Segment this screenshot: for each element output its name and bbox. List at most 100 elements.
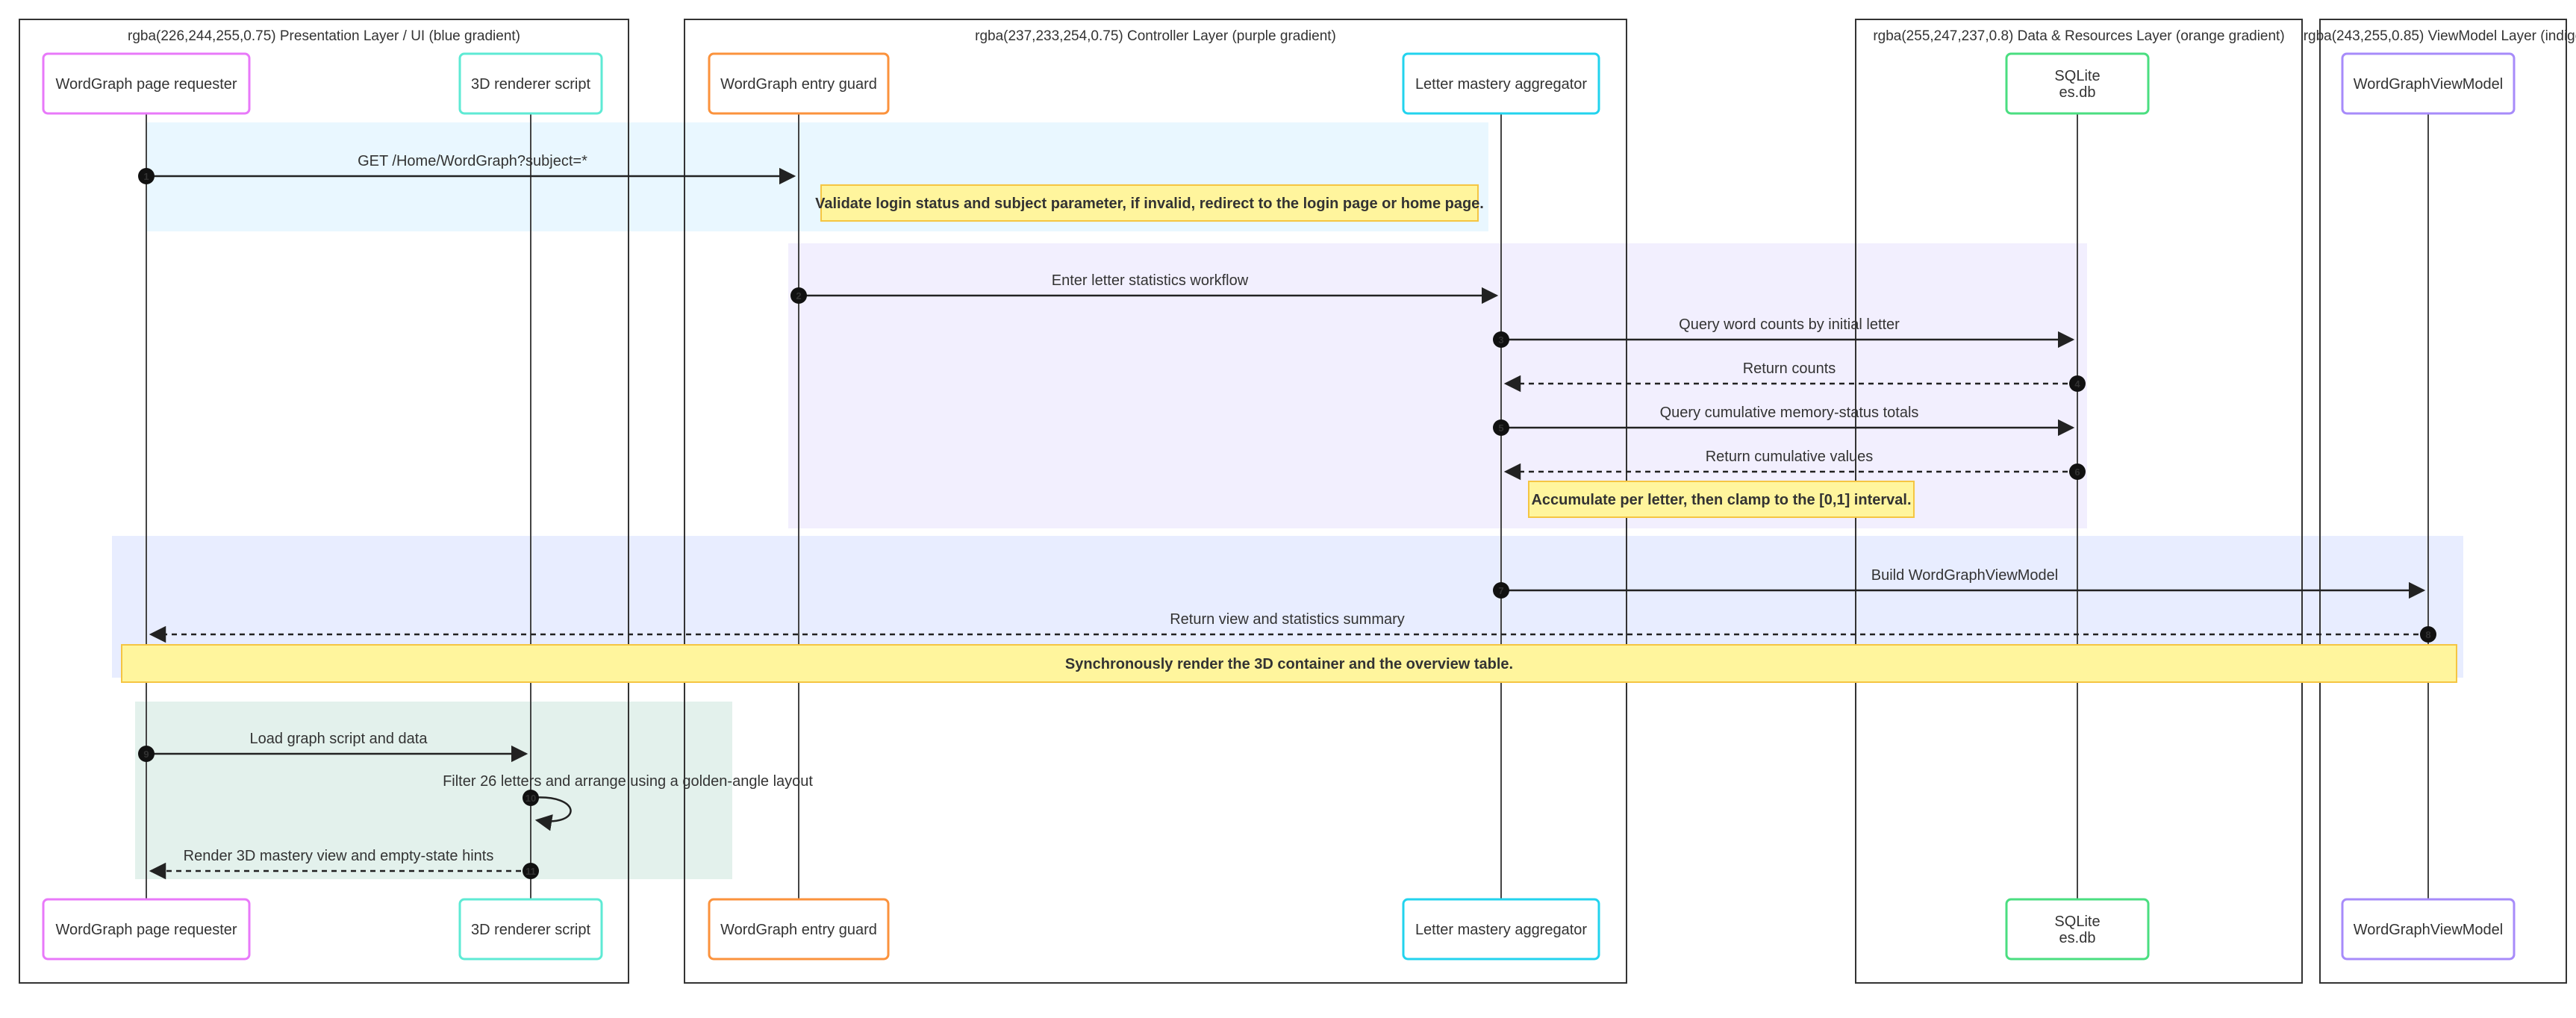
self-message-arrow: [530, 796, 572, 831]
sequence-number: 10: [526, 793, 536, 804]
participant-label: WordGraph page requester: [55, 922, 237, 938]
group-frame: [2319, 19, 2567, 984]
participant-renderer-bottom[interactable]: 3D renderer script: [458, 898, 603, 961]
participant-label: WordGraph entry guard: [720, 922, 877, 938]
message-10: Filter 26 letters and arrange using a go…: [443, 773, 813, 831]
note-box: [820, 184, 1479, 222]
participant-label: SQLite: [2054, 914, 2100, 930]
participant-label: 3D renderer script: [471, 76, 591, 93]
message-11: Render 3D mastery view and empty-state h…: [149, 848, 539, 880]
message-6: Return cumulative values 6: [1503, 449, 2086, 481]
participant-renderer-top[interactable]: 3D renderer script: [458, 52, 603, 115]
participant-viewmodel-top[interactable]: WordGraphViewModel: [2341, 52, 2516, 115]
message-label: Return counts: [1743, 360, 1836, 377]
participant-label: es.db: [2059, 930, 2096, 946]
sequence-number: 1: [143, 171, 149, 182]
message-8: Return view and statistics summary 8: [149, 611, 2436, 643]
participant-label: Letter mastery aggregator: [1415, 76, 1587, 93]
message-label: Query word counts by initial letter: [1679, 316, 1900, 333]
sequence-number-badge: [1493, 331, 1509, 348]
participant-label: Letter mastery aggregator: [1415, 922, 1587, 938]
note-3: Synchronously render the 3D container an…: [121, 644, 2457, 683]
message-label: Return view and statistics summary: [1170, 611, 1405, 628]
participant-label: WordGraph page requester: [55, 76, 237, 93]
message-label: Load graph script and data: [250, 731, 428, 747]
participant-guard-bottom[interactable]: WordGraph entry guard: [708, 898, 890, 961]
participant-label: SQLite: [2054, 68, 2100, 84]
message-7: Build WordGraphViewModel 7: [1493, 567, 2426, 599]
sequence-number-badge: [2420, 626, 2436, 643]
sequence-number: 11: [526, 866, 536, 877]
group-label: rgba(237,233,254,0.75) Controller Layer …: [975, 28, 1336, 44]
note-text: Accumulate per letter, then clamp to the…: [1531, 492, 1911, 508]
participant-box: [2005, 898, 2150, 961]
message-label: Return cumulative values: [1706, 449, 1874, 465]
participant-box: [458, 52, 603, 115]
group-label: rgba(255,247,237,0.8) Data & Resources L…: [1873, 28, 2284, 44]
message-label: Render 3D mastery view and empty-state h…: [184, 848, 494, 864]
sequence-number: 4: [2074, 378, 2080, 390]
sequence-number: 8: [2425, 629, 2430, 640]
participant-label: 3D renderer script: [471, 922, 591, 938]
participant-label: WordGraph entry guard: [720, 76, 877, 93]
note-text: Synchronously render the 3D container an…: [1065, 656, 1513, 672]
group-label: rgba(243,255,0.85) ViewModel Layer (indi…: [2304, 28, 2576, 44]
participant-label: es.db: [2059, 84, 2096, 101]
group-label: rgba(226,244,255,0.75) Presentation Laye…: [128, 28, 520, 44]
participant-box: [42, 52, 251, 115]
sequence-number: 3: [1498, 334, 1503, 346]
sequence-number-badge: [2069, 375, 2086, 392]
sequence-number-badge: [138, 168, 155, 184]
message-2: Enter letter statistics workflow 2: [790, 272, 1499, 305]
sequence-number: 7: [1498, 585, 1503, 596]
sequence-number: 9: [143, 749, 149, 760]
message-label: Filter 26 letters and arrange using a go…: [443, 773, 813, 790]
sequence-number-badge: [523, 790, 539, 806]
sequence-number-badge: [1493, 582, 1509, 599]
participant-box: [42, 898, 251, 961]
participant-aggregator-top[interactable]: Letter mastery aggregator: [1402, 52, 1600, 115]
participant-box: [708, 898, 890, 961]
sequence-number: 2: [796, 290, 801, 302]
sequence-number-badge: [1493, 419, 1509, 436]
participant-box: [1402, 52, 1600, 115]
participant-label: WordGraphViewModel: [2354, 76, 2503, 93]
participant-box: [708, 52, 890, 115]
message-1: GET /Home/WordGraph?subject=* 1: [138, 153, 796, 185]
note-2: Accumulate per letter, then clamp to the…: [1528, 481, 1915, 518]
message-label: Query cumulative memory-status totals: [1660, 405, 1919, 421]
note-box: [1528, 481, 1915, 518]
message-4: Return counts 4: [1503, 360, 2086, 393]
sequence-number-badge: [138, 746, 155, 762]
sequence-number: 5: [1498, 422, 1503, 434]
participant-label: WordGraphViewModel: [2354, 922, 2503, 938]
message-label: GET /Home/WordGraph?subject=*: [358, 153, 587, 169]
sequence-number-badge: [523, 863, 539, 879]
note-text: Validate login status and subject parame…: [815, 196, 1484, 212]
message-3: Query word counts by initial letter 3: [1493, 316, 2075, 349]
note-box: [121, 644, 2457, 683]
message-5: Query cumulative memory-status totals 5: [1493, 405, 2075, 437]
participant-aggregator-bottom[interactable]: Letter mastery aggregator: [1402, 898, 1600, 961]
participant-box: [2341, 52, 2516, 115]
participant-viewmodel-bottom[interactable]: WordGraphViewModel: [2341, 898, 2516, 961]
region-render: [135, 702, 732, 879]
participant-box: [458, 898, 603, 961]
message-9: Load graph script and data 9: [138, 731, 528, 763]
group-frame: [19, 19, 629, 984]
sequence-number-badge: [2069, 463, 2086, 480]
sequence-number: 6: [2074, 466, 2080, 478]
participant-box: [2005, 52, 2150, 115]
participant-box: [1402, 898, 1600, 961]
participant-guard-top[interactable]: WordGraph entry guard: [708, 52, 890, 115]
message-label: Build WordGraphViewModel: [1871, 567, 2059, 584]
note-1: Validate login status and subject parame…: [815, 184, 1484, 222]
sequence-number-badge: [790, 287, 807, 304]
participant-box: [2341, 898, 2516, 961]
message-label: Enter letter statistics workflow: [1052, 272, 1249, 289]
participant-requester-top[interactable]: WordGraph page requester: [42, 52, 251, 115]
participant-requester-bottom[interactable]: WordGraph page requester: [42, 898, 251, 961]
